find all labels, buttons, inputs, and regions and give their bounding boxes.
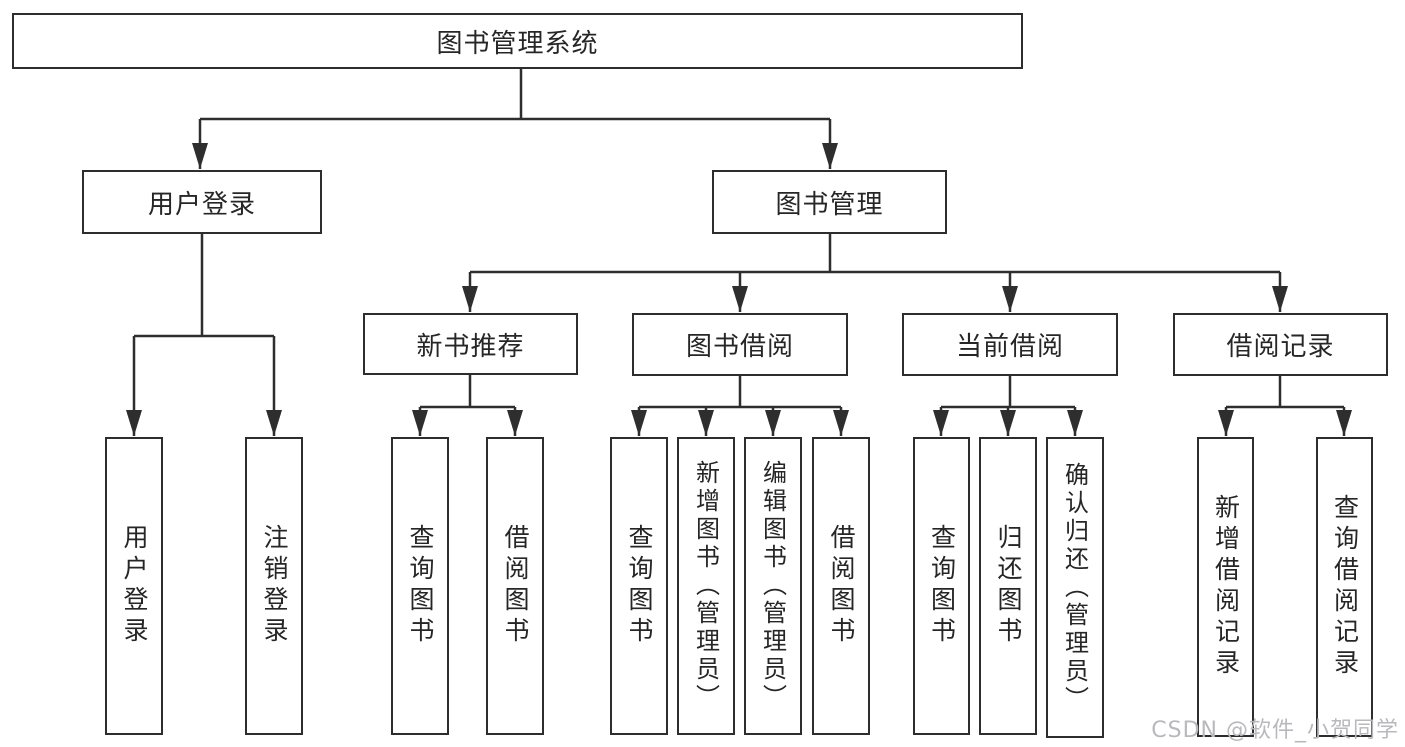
leaf-recommend-query-book: 查询图书 [391,437,449,735]
node-book-management: 图书管理 [712,170,947,234]
leaf-records-add-record: 新增借阅记录 [1197,437,1254,737]
leaf-borrowing-add-book-admin: 新增图书（管理员） [677,437,735,735]
tree-branch-lines [134,69,1344,409]
leaf-borrowing-query-book: 查询图书 [610,437,668,735]
node-borrow-records: 借阅记录 [1173,313,1388,376]
node-library-system: 图书管理系统 [12,13,1023,69]
leaf-current-query-book: 查询图书 [913,437,970,735]
leaf-borrowing-borrow-book: 借阅图书 [812,437,870,735]
node-new-book-recommend: 新书推荐 [363,313,578,375]
leaf-current-return-book: 归还图书 [979,437,1037,735]
node-user-login: 用户登录 [82,170,322,234]
leaf-current-confirm-return-admin: 确认归还（管理员） [1046,437,1104,738]
leaf-records-query-record: 查询借阅记录 [1316,437,1373,737]
leaf-recommend-borrow-book: 借阅图书 [486,437,544,735]
leaf-user-login: 用户登录 [105,437,163,735]
leaf-borrowing-edit-book-admin: 编辑图书（管理员） [744,437,802,735]
leaf-logout: 注销登录 [245,437,303,735]
tree-arrow-lines [126,119,1352,436]
node-book-borrowing: 图书借阅 [632,313,848,376]
node-current-borrowing: 当前借阅 [902,313,1118,376]
